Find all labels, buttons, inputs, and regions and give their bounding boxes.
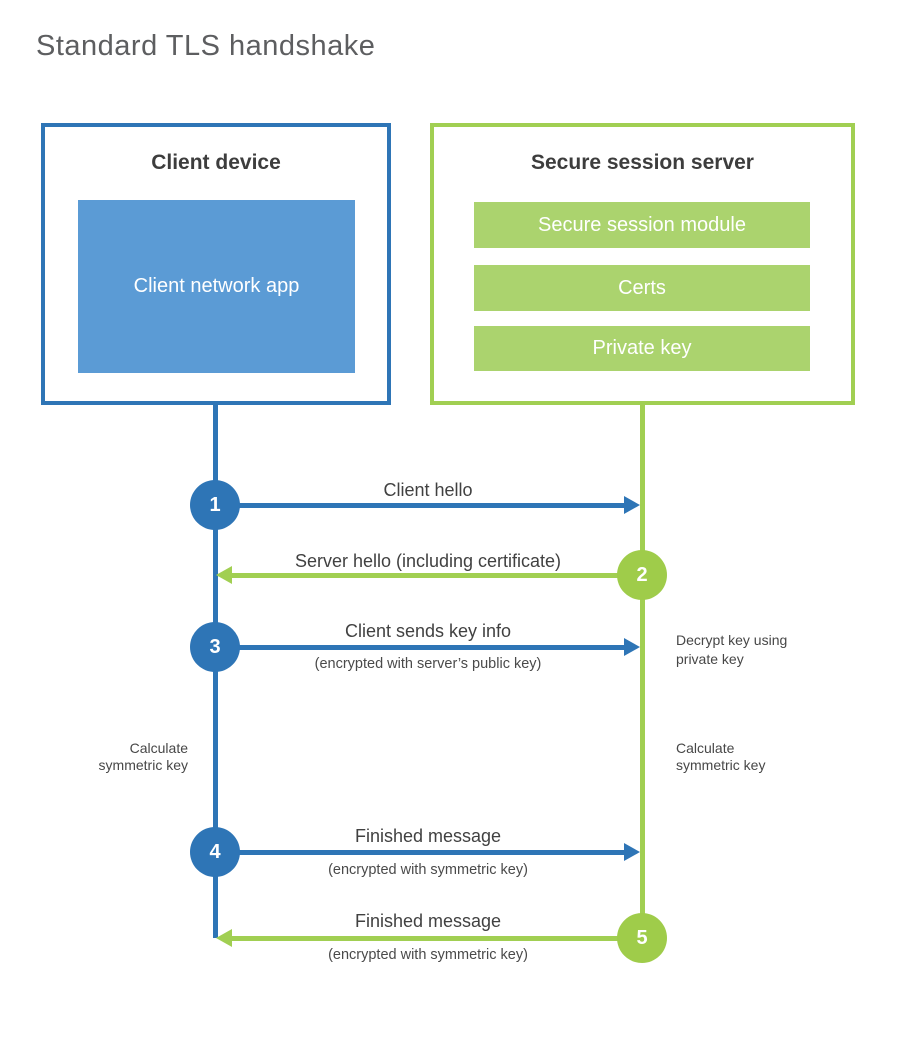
client-hello-arrow xyxy=(215,503,626,508)
client-hello-label: Client hello xyxy=(383,480,473,500)
calculate-symmetric-key-note-server: Calculate symmetric key xyxy=(676,740,766,773)
finished-message-server-arrow xyxy=(232,936,642,941)
step-3-marker: 3 xyxy=(190,622,240,672)
client-key-info-arrow xyxy=(215,645,626,650)
arrow-right-icon xyxy=(624,638,640,656)
certs-bar: Certs xyxy=(474,265,810,311)
page-title: Standard TLS handshake xyxy=(36,30,376,62)
calculate-symmetric-key-note-client: Calculate symmetric key xyxy=(98,740,188,773)
secure-session-server-heading: Secure session server xyxy=(531,151,754,174)
finished-message-client-arrow xyxy=(215,850,626,855)
client-key-info-sublabel: (encrypted with server’s public key) xyxy=(314,656,542,672)
client-network-app-rect: Client network app xyxy=(78,200,355,373)
arrow-left-icon xyxy=(216,566,232,584)
arrow-right-icon xyxy=(624,843,640,861)
step-1-marker: 1 xyxy=(190,480,240,530)
step-5-marker: 5 xyxy=(617,913,667,963)
client-network-app-label: Client network app xyxy=(133,275,300,297)
client-key-info-label: Client sends key info xyxy=(344,621,512,641)
decrypt-key-note: Decrypt key using private key xyxy=(676,632,788,667)
finished-message-client-label: Finished message xyxy=(354,826,502,846)
server-hello-arrow xyxy=(232,573,642,578)
client-device-heading: Client device xyxy=(151,151,281,174)
finished-message-client-sublabel: (encrypted with symmetric key) xyxy=(328,862,528,878)
server-lifeline xyxy=(640,405,645,938)
server-hello-label: Server hello (including certificate) xyxy=(294,551,562,571)
arrow-left-icon xyxy=(216,929,232,947)
arrow-right-icon xyxy=(624,496,640,514)
secure-session-module-bar: Secure session module xyxy=(474,202,810,248)
step-4-marker: 4 xyxy=(190,827,240,877)
step-2-marker: 2 xyxy=(617,550,667,600)
private-key-bar: Private key xyxy=(474,326,810,371)
finished-message-server-label: Finished message xyxy=(354,911,502,931)
finished-message-server-sublabel: (encrypted with symmetric key) xyxy=(328,947,528,963)
